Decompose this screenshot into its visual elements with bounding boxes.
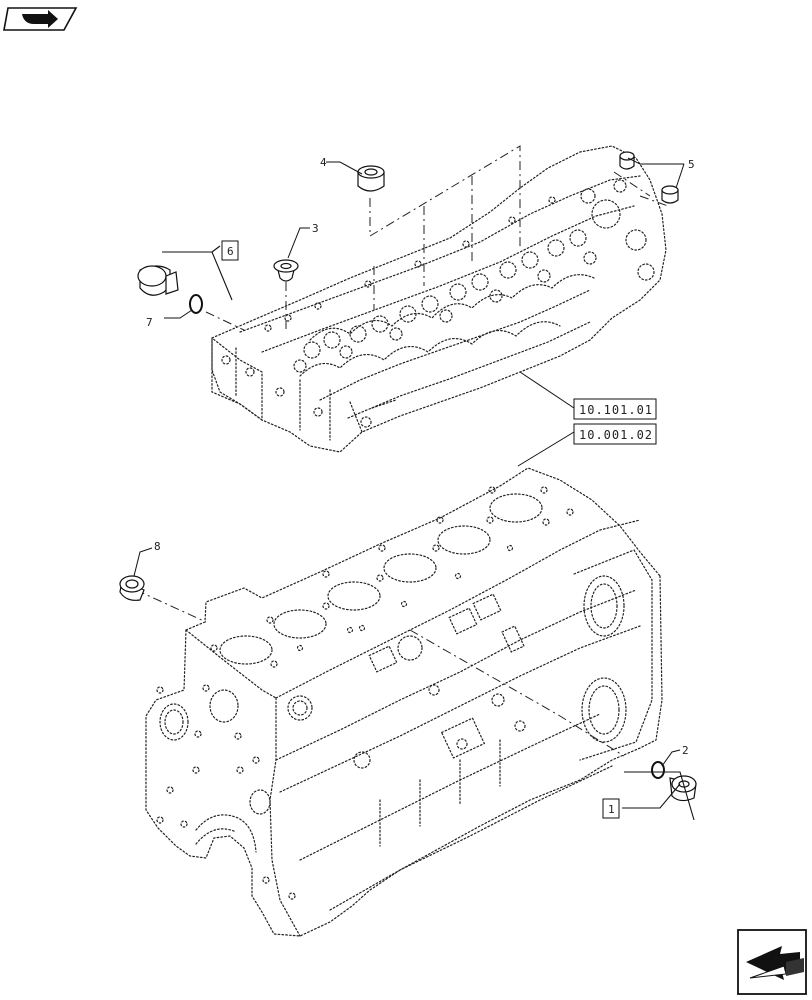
callout-1-box[interactable]: 1: [602, 798, 620, 819]
part-8-plug: [119, 575, 145, 601]
reference-head-label: 10.101.01: [579, 403, 653, 417]
callout-4: 4: [320, 156, 327, 169]
callout-6: 6: [227, 245, 234, 258]
next-page-arrow-icon[interactable]: [737, 929, 807, 995]
callout-3: 3: [312, 222, 319, 235]
engine-block: [145, 467, 663, 937]
assembly-lines-head: [205, 145, 669, 331]
part-7-o-ring: [189, 294, 203, 314]
callout-1: 1: [608, 803, 615, 816]
callout-5: 5: [688, 158, 695, 171]
callout-8: 8: [154, 540, 161, 553]
callout-7: 7: [146, 316, 153, 329]
leader-lines: [133, 157, 685, 767]
bracket-lines: [162, 245, 695, 821]
callout-6-box[interactable]: 6: [221, 240, 239, 261]
cylinder-head: [211, 145, 667, 453]
part-5-cap-lower: [661, 185, 679, 204]
callout-2: 2: [682, 744, 689, 757]
reference-box-block[interactable]: 10.001.02: [573, 423, 657, 445]
assembly-lines-block: [135, 589, 625, 757]
part-2-o-ring: [651, 761, 665, 779]
part-3-plug: [273, 259, 299, 282]
part-4-plug: [357, 165, 385, 192]
reference-box-head[interactable]: 10.101.01: [573, 398, 657, 420]
navigation-arrow-icon[interactable]: [3, 7, 78, 31]
reference-block-label: 10.001.02: [579, 428, 653, 442]
part-6-plug: [137, 265, 179, 296]
part-1-plug: [669, 775, 697, 802]
